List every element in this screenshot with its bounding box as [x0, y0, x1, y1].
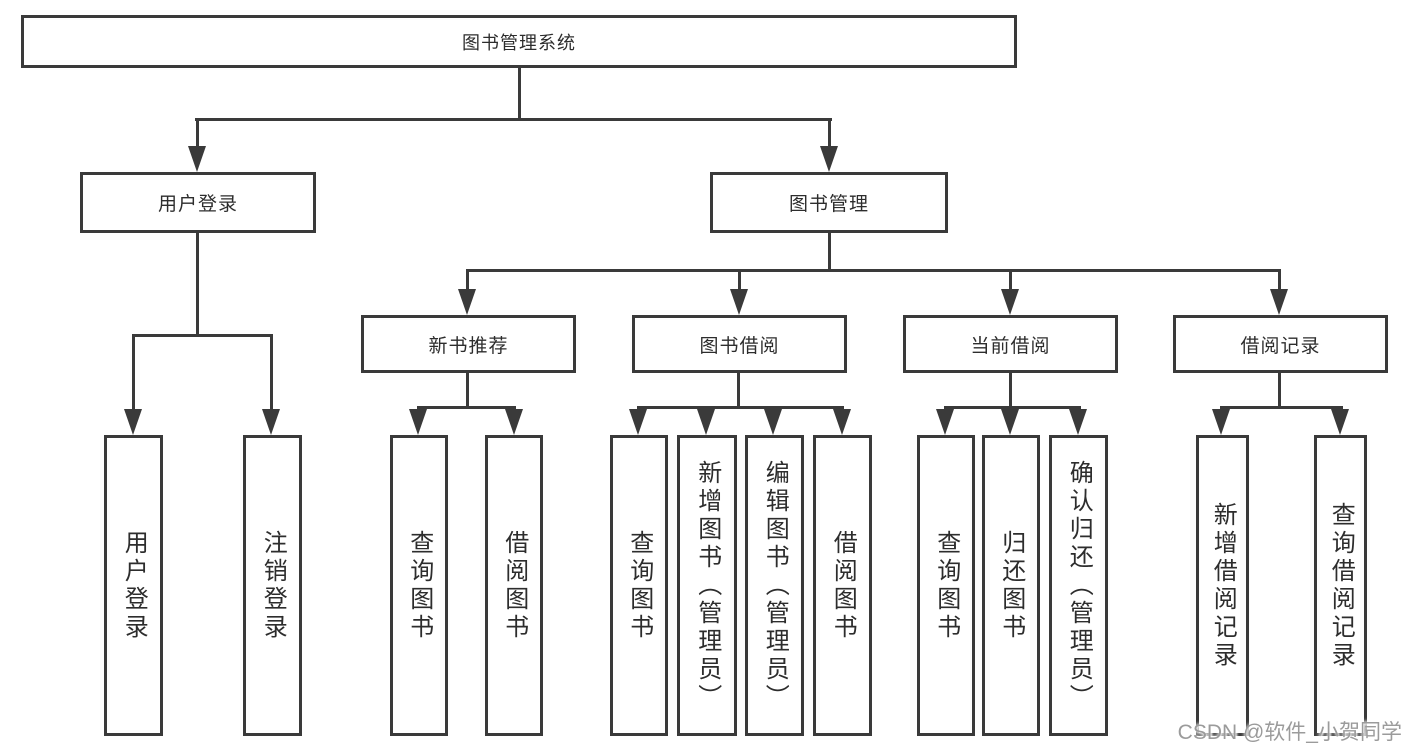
arrowhead-down-icon [505, 409, 523, 435]
arrowhead-down-icon [1212, 409, 1230, 435]
node-label: 用户登录 [157, 194, 238, 215]
node-library-management-system: 图书管理系统 [21, 15, 1017, 68]
arrowhead-down-icon [833, 409, 851, 435]
leaf-query-books-borrow: 查询图书 [610, 435, 668, 736]
connector-line [466, 269, 1281, 272]
connector-line [466, 370, 469, 409]
node-label: 注销登录 [259, 529, 287, 642]
leaf-edit-books-admin: 编辑图书（管理员） [745, 435, 804, 736]
leaf-query-books-recommend: 查询图书 [390, 435, 448, 736]
node-label: 新增图书（管理员） [693, 459, 721, 712]
connector-line [1278, 269, 1281, 293]
node-book-management: 图书管理 [710, 172, 948, 233]
leaf-user-login: 用户登录 [104, 435, 163, 736]
node-label: 用户登录 [120, 529, 148, 642]
connector-line [417, 406, 516, 409]
leaf-add-books-admin: 新增图书（管理员） [677, 435, 737, 736]
node-label: 编辑图书（管理员） [761, 459, 789, 712]
node-label: 借阅图书 [500, 529, 528, 642]
node-label: 当前借阅 [970, 335, 1051, 357]
node-label: 图书借阅 [699, 335, 780, 357]
arrowhead-down-icon [764, 409, 782, 435]
connector-line [196, 230, 199, 336]
node-label: 归还图书 [997, 529, 1025, 642]
node-label: 新增借阅记录 [1209, 501, 1237, 670]
arrowhead-down-icon [730, 289, 748, 315]
connector-line [637, 406, 844, 409]
leaf-query-books-current: 查询图书 [917, 435, 975, 736]
arrowhead-down-icon [629, 409, 647, 435]
arrowhead-down-icon [1001, 409, 1019, 435]
arrowhead-down-icon [936, 409, 954, 435]
arrowhead-down-icon [188, 146, 206, 172]
arrowhead-down-icon [820, 146, 838, 172]
connector-line [828, 230, 831, 272]
leaf-return-books: 归还图书 [982, 435, 1040, 736]
node-current-borrowing: 当前借阅 [903, 315, 1118, 373]
connector-line [132, 334, 273, 337]
connector-line [1220, 406, 1343, 409]
arrowhead-down-icon [458, 289, 476, 315]
arrowhead-down-icon [1069, 409, 1087, 435]
node-label: 图书管理 [788, 194, 869, 215]
node-label: 查询借阅记录 [1327, 501, 1355, 670]
connector-line [1278, 370, 1281, 409]
node-label: 图书管理系统 [462, 32, 576, 53]
connector-line [828, 118, 831, 148]
connector-line [466, 269, 469, 293]
connector-line [1009, 370, 1012, 409]
node-user-login: 用户登录 [80, 172, 316, 233]
arrowhead-down-icon [1331, 409, 1349, 435]
node-new-book-recommendation: 新书推荐 [361, 315, 576, 373]
node-label: 查询图书 [625, 529, 653, 642]
connector-line [737, 370, 740, 409]
leaf-borrow-books-recommend: 借阅图书 [485, 435, 543, 736]
node-borrowing-records: 借阅记录 [1173, 315, 1388, 373]
arrowhead-down-icon [1270, 289, 1288, 315]
arrowhead-down-icon [262, 409, 280, 435]
node-label: 借阅图书 [829, 529, 857, 642]
csdn-watermark: CSDN @软件_小贺同学 [1177, 721, 1402, 744]
leaf-add-borrow-record: 新增借阅记录 [1196, 435, 1249, 736]
leaf-logout: 注销登录 [243, 435, 302, 736]
arrowhead-down-icon [697, 409, 715, 435]
connector-line [195, 118, 832, 121]
node-book-borrowing: 图书借阅 [632, 315, 847, 373]
arrowhead-down-icon [1001, 289, 1019, 315]
node-label: 确认归还（管理员） [1065, 459, 1093, 712]
connector-line [738, 269, 741, 293]
connector-line [518, 66, 521, 120]
node-label: 借阅记录 [1240, 335, 1321, 357]
connector-line [1009, 269, 1012, 293]
connector-line [196, 118, 199, 148]
leaf-borrow-books: 借阅图书 [813, 435, 872, 736]
leaf-query-borrow-record: 查询借阅记录 [1314, 435, 1367, 736]
node-label: 查询图书 [405, 529, 433, 642]
leaf-confirm-return-admin: 确认归还（管理员） [1049, 435, 1108, 736]
node-label: 查询图书 [932, 529, 960, 642]
connector-line [132, 334, 135, 412]
arrowhead-down-icon [124, 409, 142, 435]
arrowhead-down-icon [409, 409, 427, 435]
connector-line [944, 406, 1081, 409]
node-label: 新书推荐 [428, 335, 509, 357]
connector-line [270, 334, 273, 412]
